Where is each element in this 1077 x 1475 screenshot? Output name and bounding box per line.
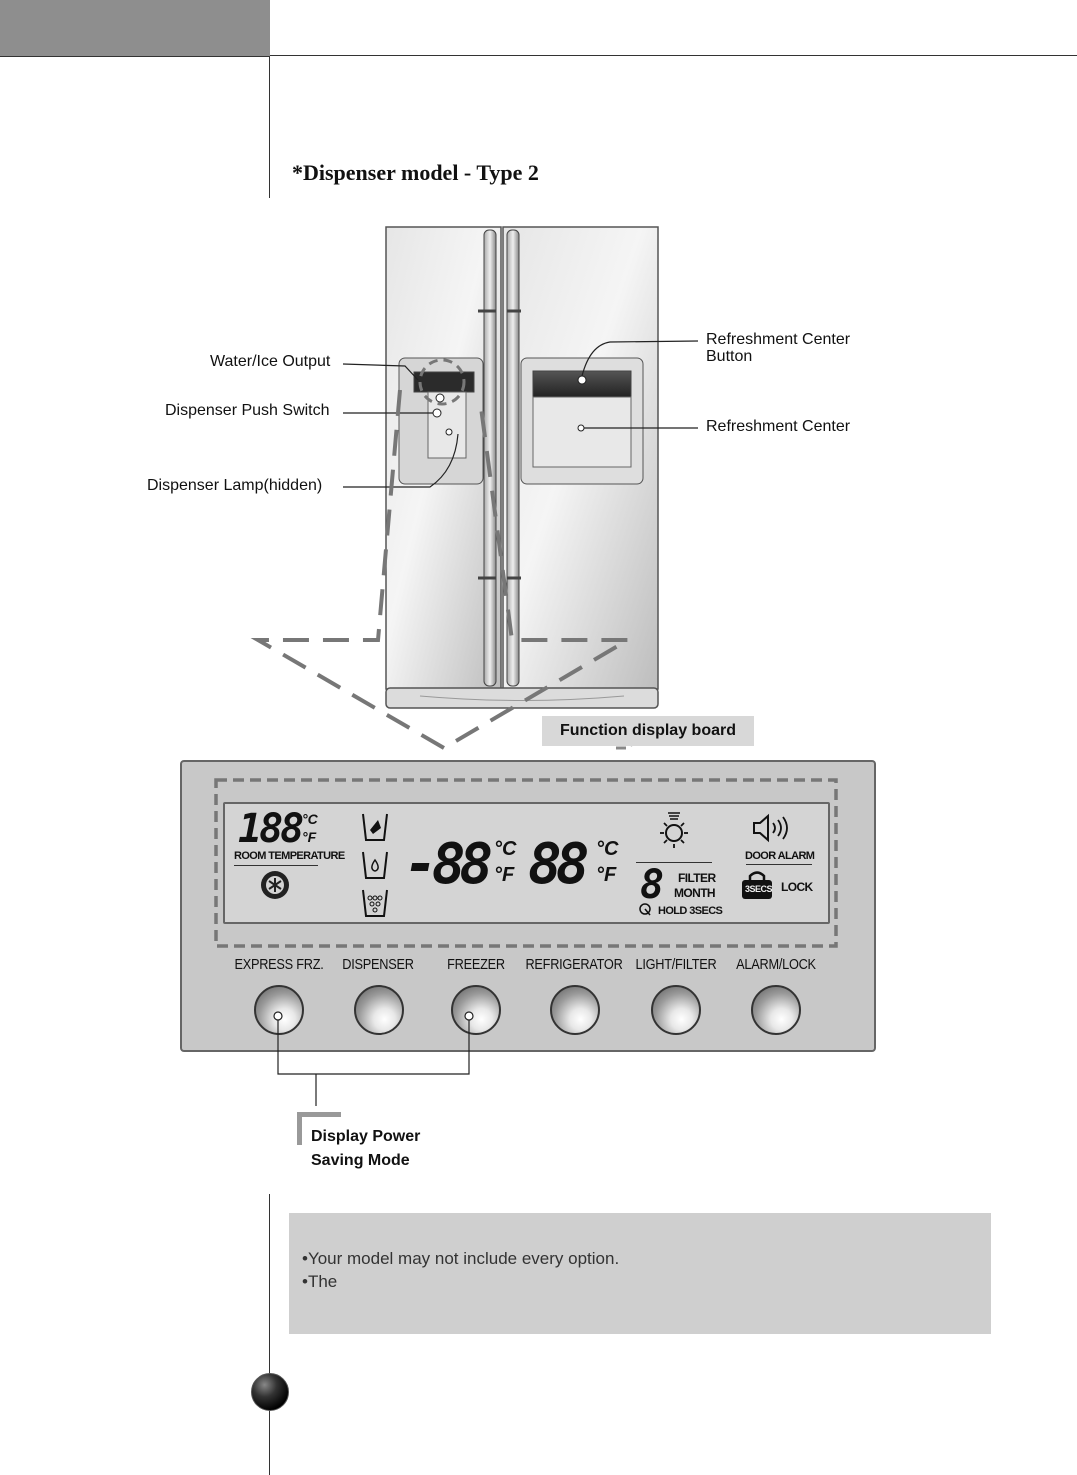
fridge-handle — [506, 229, 520, 687]
notes-box: Your model may not include every option.… — [289, 1213, 991, 1334]
water-ice-output-label: Water/Ice Output — [210, 353, 331, 370]
room-unit-f: °F — [302, 829, 317, 845]
freezer-button[interactable] — [451, 985, 501, 1035]
freezer-unit-c: °C — [494, 838, 517, 860]
freezer-handle — [483, 229, 497, 687]
lock-icon — [742, 871, 772, 899]
room-temperature-label: ROOM TEMPERATURE — [234, 850, 345, 862]
crushed-ice-icon — [362, 813, 388, 841]
header-rule-left — [0, 56, 270, 57]
refrigerator-button[interactable] — [550, 985, 600, 1035]
alarm-lock-label: ALARM/LOCK — [736, 956, 816, 973]
alarm-lock-button[interactable] — [751, 985, 801, 1035]
dispenser-label: DISPENSER — [342, 956, 414, 973]
lcd-display — [223, 802, 830, 924]
alarm-divider — [746, 864, 812, 865]
month-label: MONTH — [674, 886, 716, 900]
page-marker-icon — [251, 1373, 289, 1411]
section-title: *Dispenser model - Type 2 — [292, 160, 539, 185]
saving-mode-line2: Saving Mode — [311, 1152, 410, 1169]
base-grille — [385, 687, 659, 709]
light-icon — [660, 812, 688, 848]
door-alarm-label: DOOR ALARM — [745, 850, 815, 862]
room-unit-c: °C — [302, 811, 318, 827]
cubed-ice-icon — [362, 889, 388, 917]
refrigerator-label: REFRIGERATOR — [525, 956, 623, 973]
filter-divider — [636, 862, 712, 863]
freezer-unit-f: °F — [494, 864, 515, 886]
fridge-unit-c: °C — [596, 838, 619, 860]
fridge-temp-digits: 88 — [528, 832, 589, 897]
dispenser-button[interactable] — [354, 985, 404, 1035]
hold-label: HOLD 3SECS — [658, 905, 723, 917]
function-display-board-label: Function display board — [542, 716, 754, 746]
light-filter-button[interactable] — [651, 985, 701, 1035]
water-icon — [362, 851, 388, 879]
note-item: Your model may not include every option. — [302, 1247, 619, 1270]
speaker-icon — [753, 813, 788, 843]
filter-label: FILTER — [678, 871, 716, 885]
refreshment-center-button-label-line2: Button — [706, 348, 753, 365]
dispenser-push-switch-label: Dispenser Push Switch — [165, 402, 330, 419]
dispenser-lamp-label: Dispenser Lamp(hidden) — [147, 477, 323, 494]
fridge-unit-f: °F — [596, 864, 617, 886]
express-freeze-icon — [261, 871, 289, 899]
refreshment-center-door — [532, 396, 632, 468]
saving-mode-bracket — [297, 1112, 341, 1145]
room-temp-digits: 188 — [238, 806, 304, 852]
express-frz-button[interactable] — [254, 985, 304, 1035]
saving-mode-connector — [273, 1011, 474, 1106]
header-tab — [0, 0, 270, 56]
saving-mode-label: Display Power Saving Mode — [311, 1125, 420, 1173]
hold-icon — [639, 903, 651, 916]
lcd-dashed-outline — [214, 778, 838, 948]
note-item: The — [302, 1270, 619, 1293]
refreshment-center-label: Refreshment Center — [706, 418, 851, 435]
margin-rule-top — [269, 56, 270, 198]
zoom-guide — [250, 389, 636, 751]
lock-secs-badge: 3SECS — [745, 884, 773, 894]
refreshment-center-button-label-line1: Refreshment Center — [706, 331, 851, 348]
express-frz-label: EXPRESS FRZ. — [234, 956, 324, 973]
margin-rule-bottom — [269, 1194, 270, 1475]
light-filter-label: LIGHT/FILTER — [635, 956, 717, 973]
freezer-temp-digits: -88 — [404, 832, 493, 897]
room-divider — [234, 865, 318, 866]
notes-list: Your model may not include every option.… — [302, 1247, 619, 1293]
filter-digit: 8 — [640, 862, 665, 908]
saving-mode-line1: Display Power — [311, 1128, 421, 1145]
dispenser-mode-icons — [362, 813, 388, 917]
header-rule — [270, 55, 1077, 56]
lock-label: LOCK — [781, 880, 813, 894]
refrigerator-illustration — [250, 226, 699, 751]
freezer-label: FREEZER — [447, 956, 505, 973]
